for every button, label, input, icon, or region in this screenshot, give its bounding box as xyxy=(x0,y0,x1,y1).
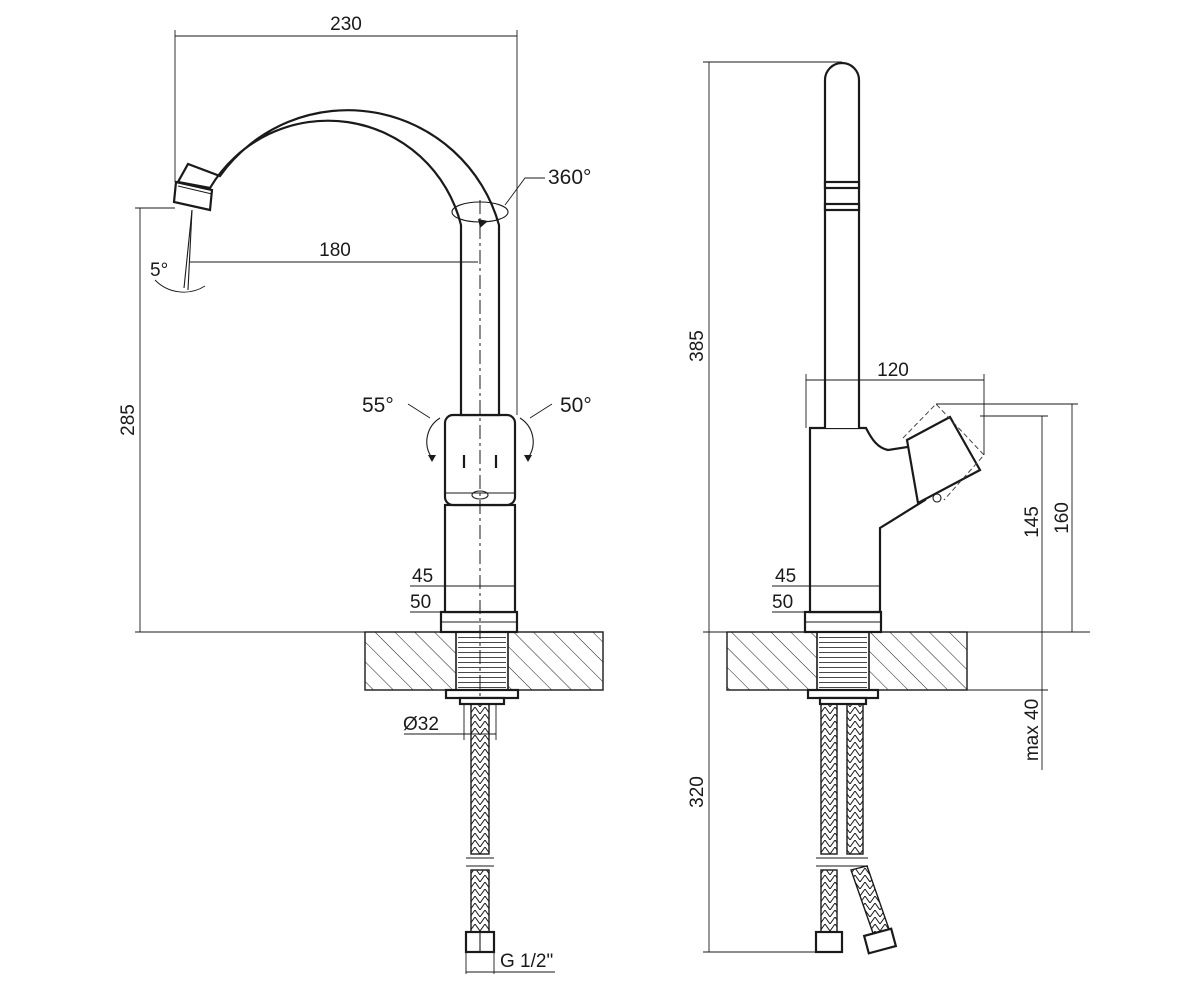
side-lever xyxy=(905,415,982,505)
label-front-45: 45 xyxy=(412,566,433,587)
label-5deg: 5° xyxy=(150,260,168,281)
front-aerator xyxy=(172,180,214,212)
label-120: 120 xyxy=(877,360,909,381)
front-mount-nut xyxy=(444,688,520,700)
side-hose-left xyxy=(820,703,838,855)
side-hose-right xyxy=(846,703,864,855)
side-body xyxy=(808,426,927,614)
label-320: 320 xyxy=(687,776,708,808)
label-50deg: 50° xyxy=(560,394,592,417)
side-view: 385 120 145 160 max 40 45 50 320 xyxy=(687,61,1090,955)
label-385: 385 xyxy=(687,330,708,362)
side-spout xyxy=(823,61,861,428)
front-spout xyxy=(176,109,501,417)
label-max40: max 40 xyxy=(1022,699,1043,761)
label-55deg: 55° xyxy=(362,394,394,417)
label-145: 145 xyxy=(1022,506,1043,538)
label-side-50: 50 xyxy=(772,592,793,613)
label-swivel: 360° xyxy=(548,166,591,189)
label-front-50: 50 xyxy=(410,592,431,613)
front-view: 360° 230 5° 180 285 55° 50° 45 50 xyxy=(118,14,604,974)
label-shank-dia: Ø32 xyxy=(403,714,439,735)
label-180: 180 xyxy=(319,240,351,261)
side-mount-nut xyxy=(806,688,880,700)
front-handle-indicator xyxy=(471,490,489,500)
label-connection: G 1/2" xyxy=(500,951,553,972)
front-hose xyxy=(470,703,490,855)
label-side-45: 45 xyxy=(775,566,796,587)
label-230: 230 xyxy=(330,14,362,35)
label-285: 285 xyxy=(118,404,139,436)
label-160: 160 xyxy=(1052,502,1073,534)
side-hose-bent xyxy=(850,865,891,937)
side-lever-raised xyxy=(902,403,985,501)
